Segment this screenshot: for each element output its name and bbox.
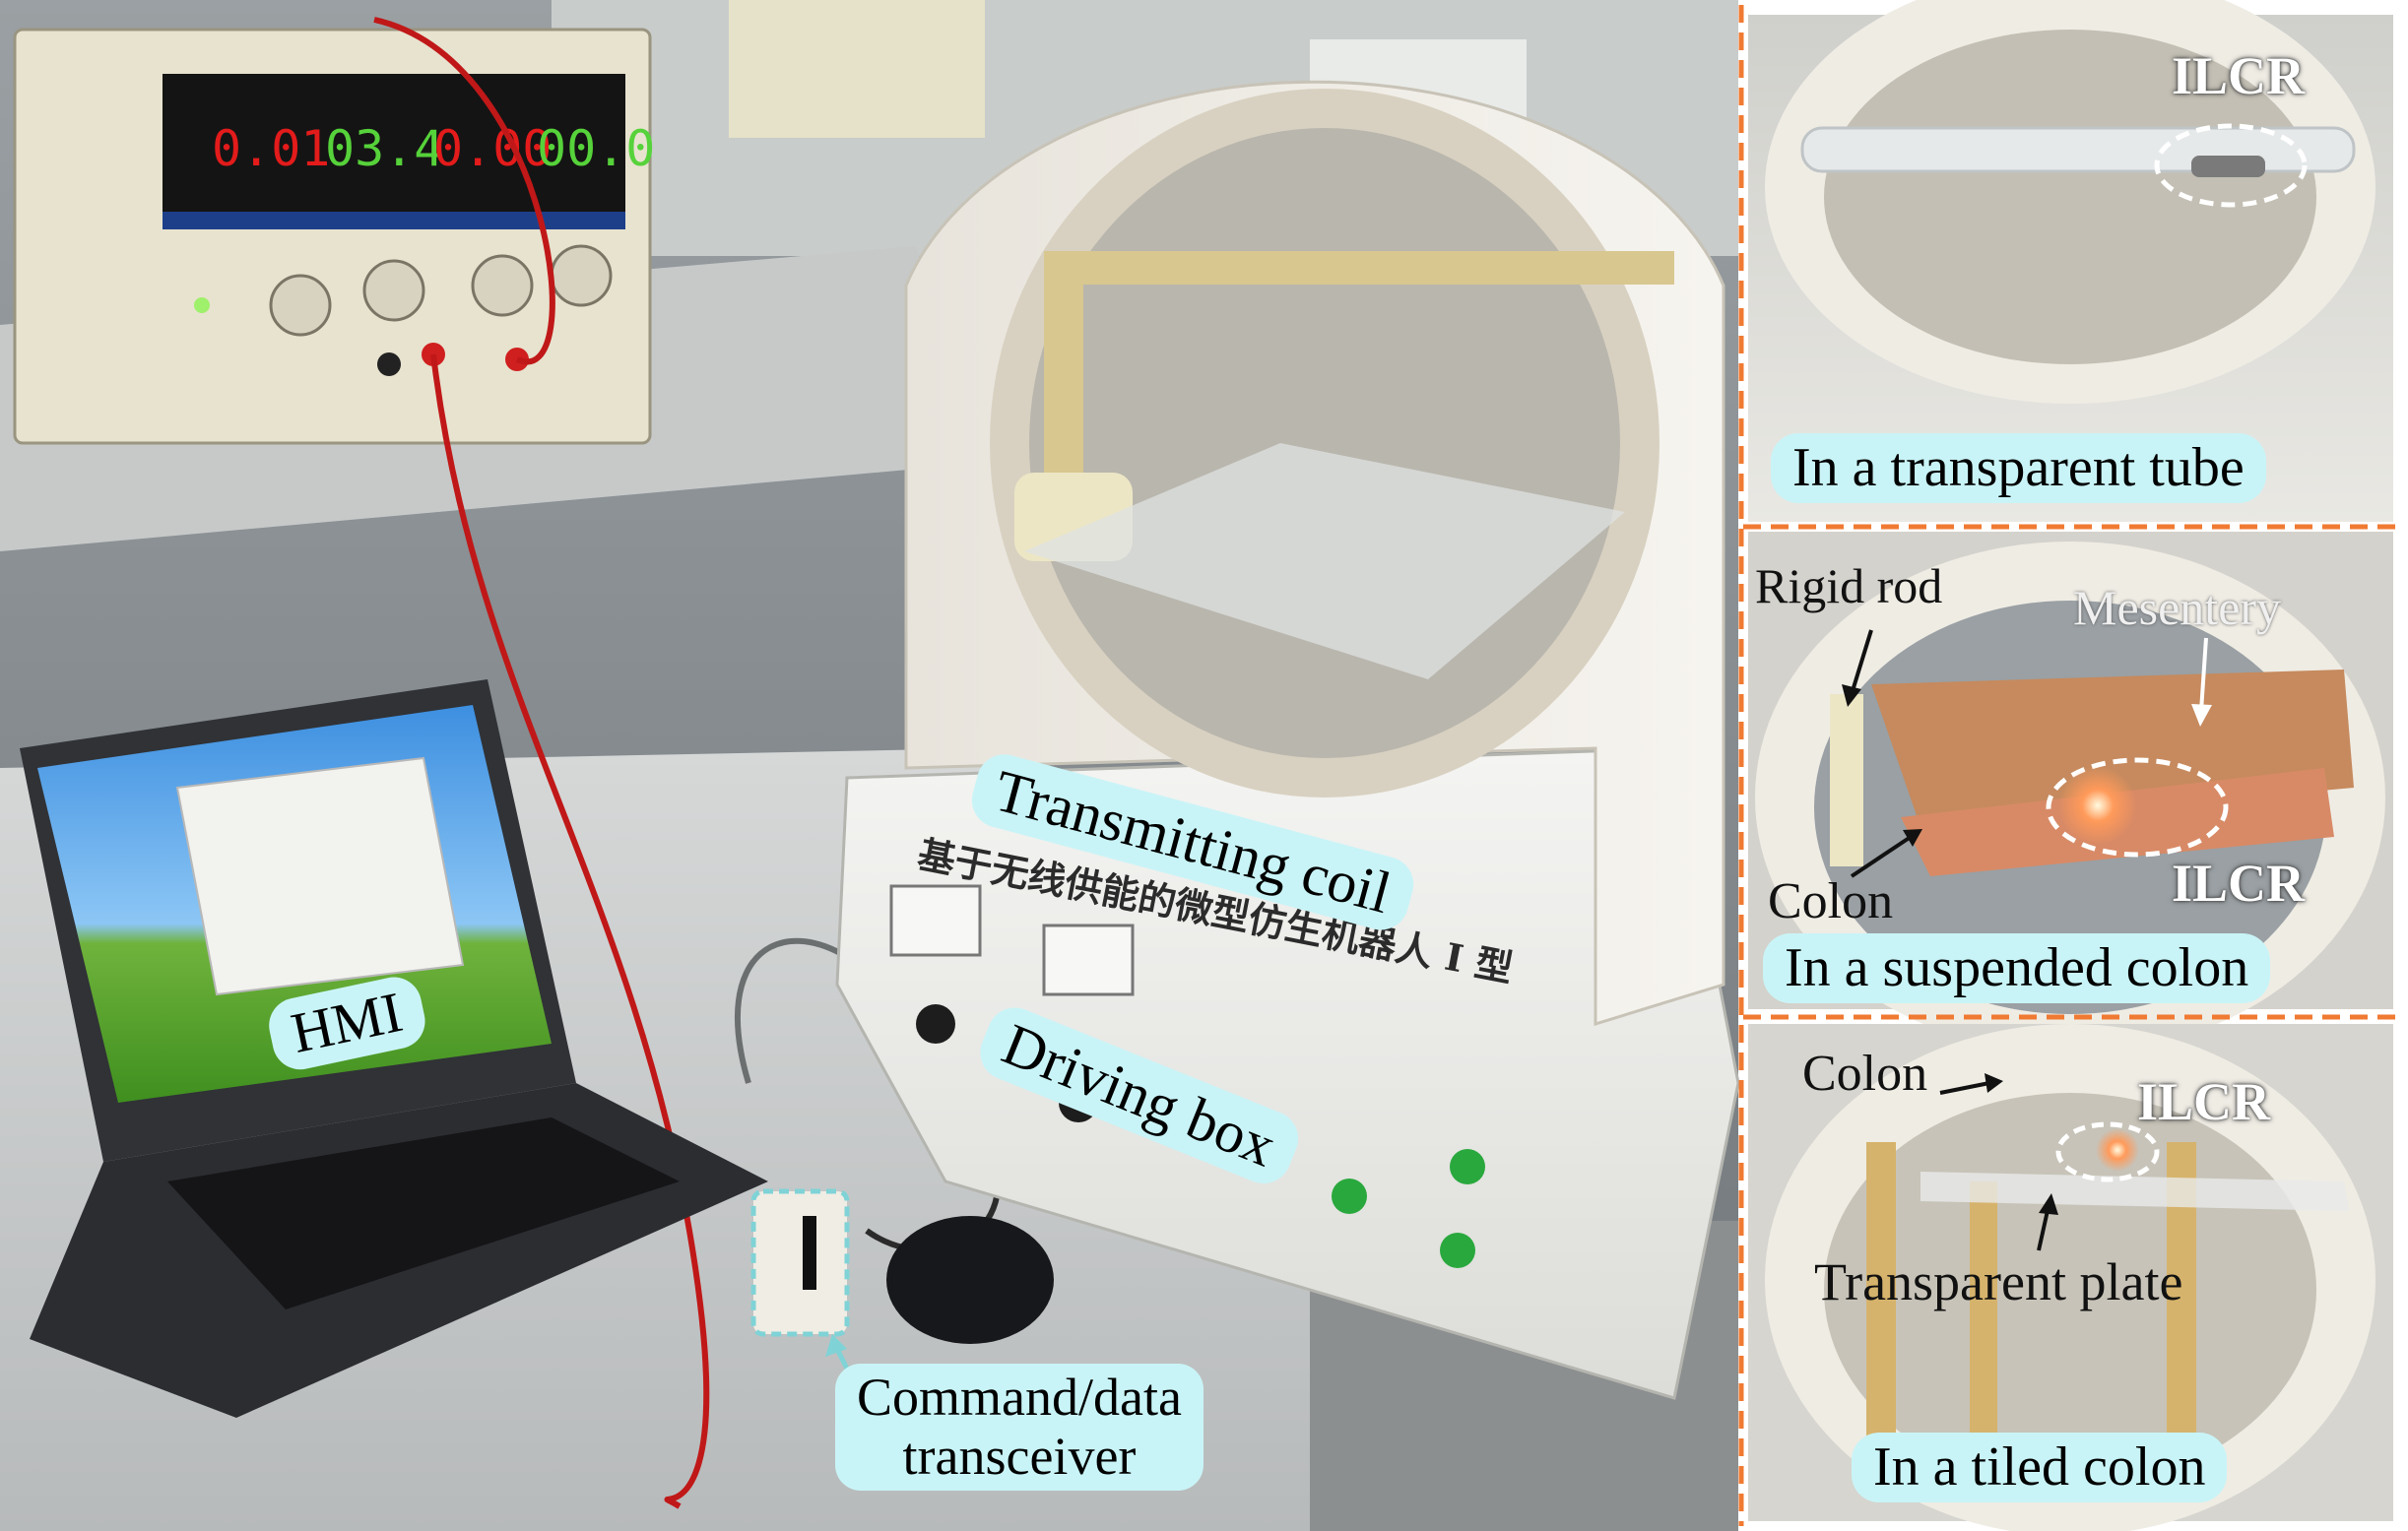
green-button [1450, 1149, 1485, 1184]
ilcr-glow [2058, 766, 2137, 845]
transceiver-arrow-head [825, 1334, 847, 1357]
laptop-keyboard [167, 1117, 680, 1309]
rigid-rod [1044, 261, 1083, 497]
mouse [886, 1216, 1054, 1344]
colon-tube [1866, 1142, 1896, 1467]
rigid-rod-arrow [1850, 629, 1873, 695]
label-command-data-transceiver: Command/data transceiver [835, 1364, 1204, 1491]
tag-rigid-rod: Rigid rod [1755, 558, 1943, 613]
driving-box: 基于无线供能的微型仿生机器人 I 型 [835, 746, 1740, 1400]
colon-arrow-head [1985, 1073, 2003, 1093]
psu-knob [550, 244, 613, 307]
tag-mesentery: Mesentery [2073, 580, 2282, 635]
laptop [20, 679, 768, 1418]
tag-ilcr-top: ILCR [2172, 46, 2306, 105]
tag-transparent-plate: Transparent plate [1814, 1252, 2183, 1311]
ilcr-dashed-circle [2154, 123, 2308, 208]
power-supply: 0.01 03.4 0.00 00.0 [13, 28, 655, 445]
ammeter [889, 884, 982, 957]
rigid-rod [1830, 694, 1863, 866]
caption-suspended-colon: In a suspended colon [1763, 933, 2271, 1003]
transparent-plate [1920, 1172, 2349, 1211]
tag-ilcr-middle: ILCR [2172, 854, 2306, 913]
psu-readout-3: 0.00 [433, 120, 552, 177]
psu-knob [269, 274, 332, 337]
caption-transparent-tube: In a transparent tube [1771, 433, 2266, 503]
label-transceiver-line2: transceiver [902, 1427, 1137, 1487]
green-button [1440, 1233, 1475, 1268]
tag-ilcr-bottom: ILCR [2137, 1072, 2271, 1131]
ammeter [1042, 924, 1135, 996]
box-knob [916, 1004, 955, 1044]
ilcr-dashed-circle [2055, 1121, 2160, 1182]
colon-tube [1970, 1181, 1997, 1477]
psu-terminal-black [377, 352, 401, 376]
psu-readout-1: 0.01 [212, 120, 330, 177]
acrylic-plate [1024, 443, 1625, 679]
psu-readout-4: 00.0 [537, 120, 655, 177]
hmi-window [175, 756, 465, 996]
green-button [1332, 1179, 1367, 1214]
colon-arrow [1850, 835, 1913, 878]
rigid-rod [1044, 251, 1674, 285]
panel-top-photo [1748, 0, 2393, 522]
rigid-rod-arrow-head [1842, 684, 1861, 707]
psu-led [194, 297, 210, 313]
colon-arrow-head [1903, 829, 1922, 847]
label-transceiver-line1: Command/data [857, 1368, 1182, 1427]
tag-colon-bottom: Colon [1802, 1046, 1928, 1102]
back-monitor [729, 0, 985, 138]
mesentery-arrow [2199, 637, 2208, 712]
psu-knob [471, 254, 534, 317]
colon-arrow [1939, 1081, 1990, 1095]
red-cable [373, 17, 555, 365]
transparent-plate-arrow-head [2039, 1193, 2058, 1215]
psu-readout-2: 03.4 [325, 120, 443, 177]
coil-bore-inner [1029, 128, 1620, 758]
ilcr-dashed-circle [2046, 757, 2229, 858]
caption-tiled-colon: In a tiled colon [1852, 1433, 2228, 1502]
tag-colon-middle: Colon [1768, 873, 1894, 929]
ilcr-glow [2096, 1128, 2139, 1172]
transmitting-coil [904, 80, 1725, 1027]
panel-bottom-photo [1748, 1024, 2393, 1531]
command-data-transceiver [750, 1188, 850, 1337]
panel-middle-photo [1748, 532, 2393, 1053]
main-photo: 0.01 03.4 0.00 00.0 [0, 0, 1740, 1531]
psu-knob [362, 259, 425, 322]
mesentery-arrow-head [2191, 704, 2212, 727]
